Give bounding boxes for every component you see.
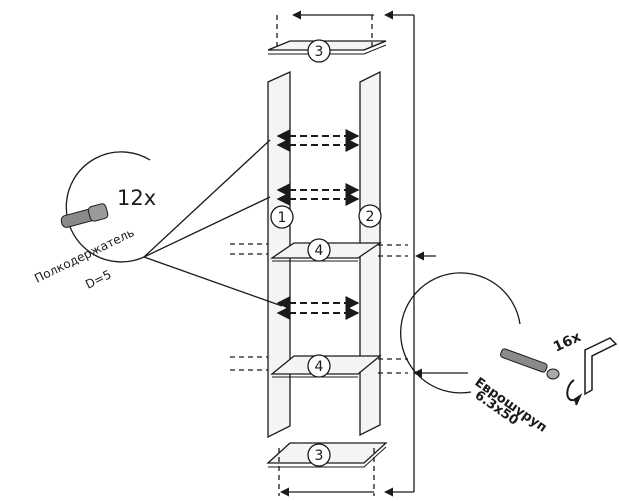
euro-screw-callout: 16x Еврошуруп 6.3x50 [400, 272, 618, 436]
part-label-top [307, 39, 331, 63]
hex-key-icon [584, 337, 618, 396]
part-label-upper-shelf [307, 238, 331, 262]
side-panel-right [359, 70, 381, 437]
part-label-text: 3 1 2 4 4 3 [278, 44, 375, 464]
part-label-lower-shelf [307, 354, 331, 378]
rotation-arrow-icon [566, 379, 583, 406]
assembly-arrows [280, 10, 468, 497]
part-number-left: 1 [278, 210, 287, 226]
shelf-support-quantity: 12x [117, 186, 156, 210]
part-label-right [358, 204, 382, 228]
shelf-support-callout: 12x Полкодержатель D=5 [32, 151, 156, 292]
screws-dashed [230, 15, 408, 496]
part-label-bottom [307, 443, 331, 467]
leader-lines [143, 139, 283, 307]
part-number-lower-shelf: 4 [315, 359, 324, 375]
part-number-upper-shelf: 4 [315, 243, 324, 259]
callout-bubble-left [65, 151, 151, 263]
screw-icon [500, 348, 560, 380]
part-number-right: 2 [366, 209, 375, 225]
shelf-pin-guides [276, 129, 360, 320]
part-labels [270, 39, 382, 467]
shelf-pin-icon [60, 203, 109, 228]
part-number-top: 3 [315, 44, 324, 60]
part-label-left [270, 205, 294, 229]
shelf-support-name: Полкодержатель [32, 225, 136, 285]
shelf-support-size: D=5 [83, 267, 113, 291]
callout-bubble-right [400, 272, 521, 394]
part-number-bottom: 3 [315, 448, 324, 464]
euro-screw-quantity: 16x [551, 329, 584, 356]
